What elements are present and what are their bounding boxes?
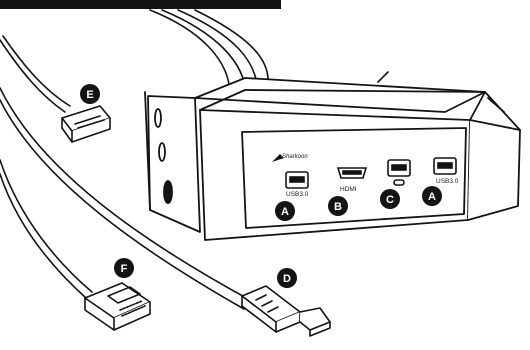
marker-a-left-letter: A [281, 206, 289, 218]
marker-e-letter: E [86, 89, 93, 101]
marker-a-right: A [422, 186, 442, 206]
marker-c: C [380, 189, 400, 209]
usb-port-left [285, 171, 309, 189]
brand-logo-text: Sharkoon [282, 154, 308, 160]
marker-a-left: A [275, 201, 295, 221]
marker-f-letter: F [121, 263, 128, 275]
usb-header-connector [84, 282, 151, 331]
sharkoon-logo [272, 154, 284, 162]
marker-b: B [328, 196, 348, 216]
port-label-usb-right: USB3.0 [436, 178, 459, 185]
hdmi-plug [241, 285, 331, 337]
hdmi-cable-body [0, 87, 251, 310]
marker-f: F [114, 258, 134, 278]
marker-d: D [277, 268, 297, 288]
sata-cable [0, 35, 71, 113]
hdmi-port [336, 167, 368, 179]
usb-c-port [387, 159, 411, 186]
marker-d-letter: D [283, 273, 291, 285]
front-panel-bay [144, 77, 521, 241]
port-label-usb-left: USB3.0 [286, 191, 309, 198]
marker-c-letter: C [386, 194, 394, 206]
marker-a-right-letter: A [428, 191, 436, 203]
top-black-bar [0, 0, 281, 9]
marker-b-letter: B [334, 201, 342, 213]
usb-header-cable-body [0, 159, 93, 299]
usb-port-right [433, 157, 457, 175]
port-label-hdmi: HDMI [340, 186, 357, 193]
marker-e: E [80, 84, 100, 104]
sata-power-connector [61, 105, 111, 143]
